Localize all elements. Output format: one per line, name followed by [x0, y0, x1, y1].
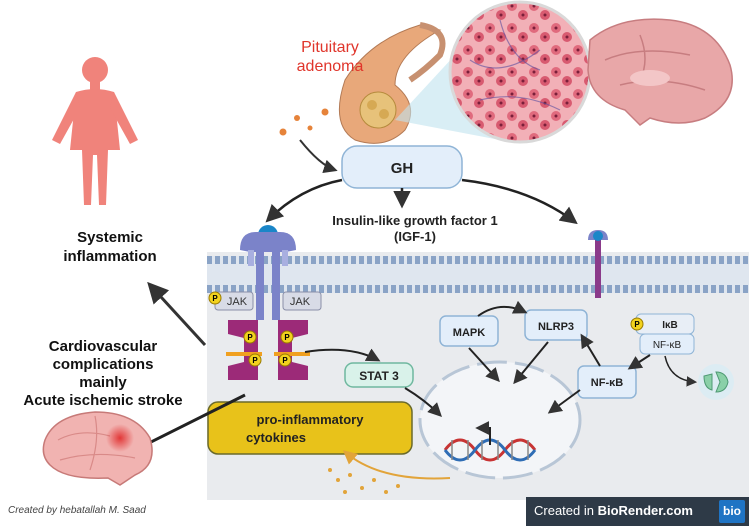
svg-text:P: P — [212, 294, 218, 303]
svg-text:STAT 3: STAT 3 — [359, 369, 399, 383]
svg-text:IκB: IκB — [662, 320, 678, 331]
svg-text:P: P — [247, 333, 253, 342]
cardiovascular-label: Cardiovascular complications mainly Acut… — [23, 338, 183, 409]
svg-text:pro-inflammatory: pro-inflammatory — [257, 412, 365, 427]
cytokines-node: pro-inflammatory cytokines — [207, 401, 413, 455]
systemic-inflammation-label: Systemic inflammation — [63, 229, 157, 265]
igf1-label: Insulin-like growth factor 1 (IGF-1) — [332, 213, 498, 244]
watermark-text: Created in BioRender.com — [534, 503, 693, 518]
author-credit: Created by hebatallah M. Saad — [8, 505, 146, 516]
svg-text:P: P — [634, 320, 640, 329]
human-body-icon — [52, 57, 138, 205]
stat3-node: STAT 3 — [344, 362, 414, 388]
nfkb-node: NF-κB — [577, 365, 637, 399]
nucleus-icon — [418, 360, 582, 480]
gh-label: GH — [391, 160, 414, 177]
tumor-tissue-icon — [448, 0, 592, 144]
pituitary-gland-icon — [338, 22, 446, 144]
receptor-icon — [588, 230, 608, 298]
ikb-nfkb-complex: IκB P NF-κB — [630, 313, 695, 355]
gh-secretion-dots — [279, 108, 329, 136]
svg-text:NF-κB: NF-κB — [591, 377, 623, 389]
cell-membrane — [207, 256, 749, 293]
svg-text:cytokines: cytokines — [246, 430, 306, 445]
svg-text:P: P — [282, 356, 288, 365]
svg-text:NF-κB: NF-κB — [653, 340, 682, 351]
nlrp3-node: NLRP3 — [524, 309, 588, 341]
gh-node: GH — [341, 145, 463, 189]
svg-text:MAPK: MAPK — [453, 327, 485, 339]
biorender-logo-icon: bio — [719, 500, 745, 523]
ikb-degradation-icon — [698, 364, 734, 400]
phosphate-groups: P P P P P — [208, 291, 294, 367]
svg-text:P: P — [252, 356, 258, 365]
svg-text:P: P — [284, 333, 290, 342]
biorender-watermark[interactable]: Created in BioRender.com bio — [526, 497, 749, 526]
pituitary-adenoma-label: Pituitary adenoma — [296, 39, 364, 75]
stroke-brain-icon — [42, 411, 153, 486]
cytokine-release-dots — [328, 468, 400, 494]
svg-text:NLRP3: NLRP3 — [538, 321, 574, 333]
jak-right-label: JAK — [290, 296, 311, 308]
gh-receptor-complex — [240, 225, 296, 320]
mapk-node: MAPK — [439, 315, 499, 347]
jak-left-label: JAK — [227, 296, 248, 308]
brain-icon — [587, 18, 733, 126]
